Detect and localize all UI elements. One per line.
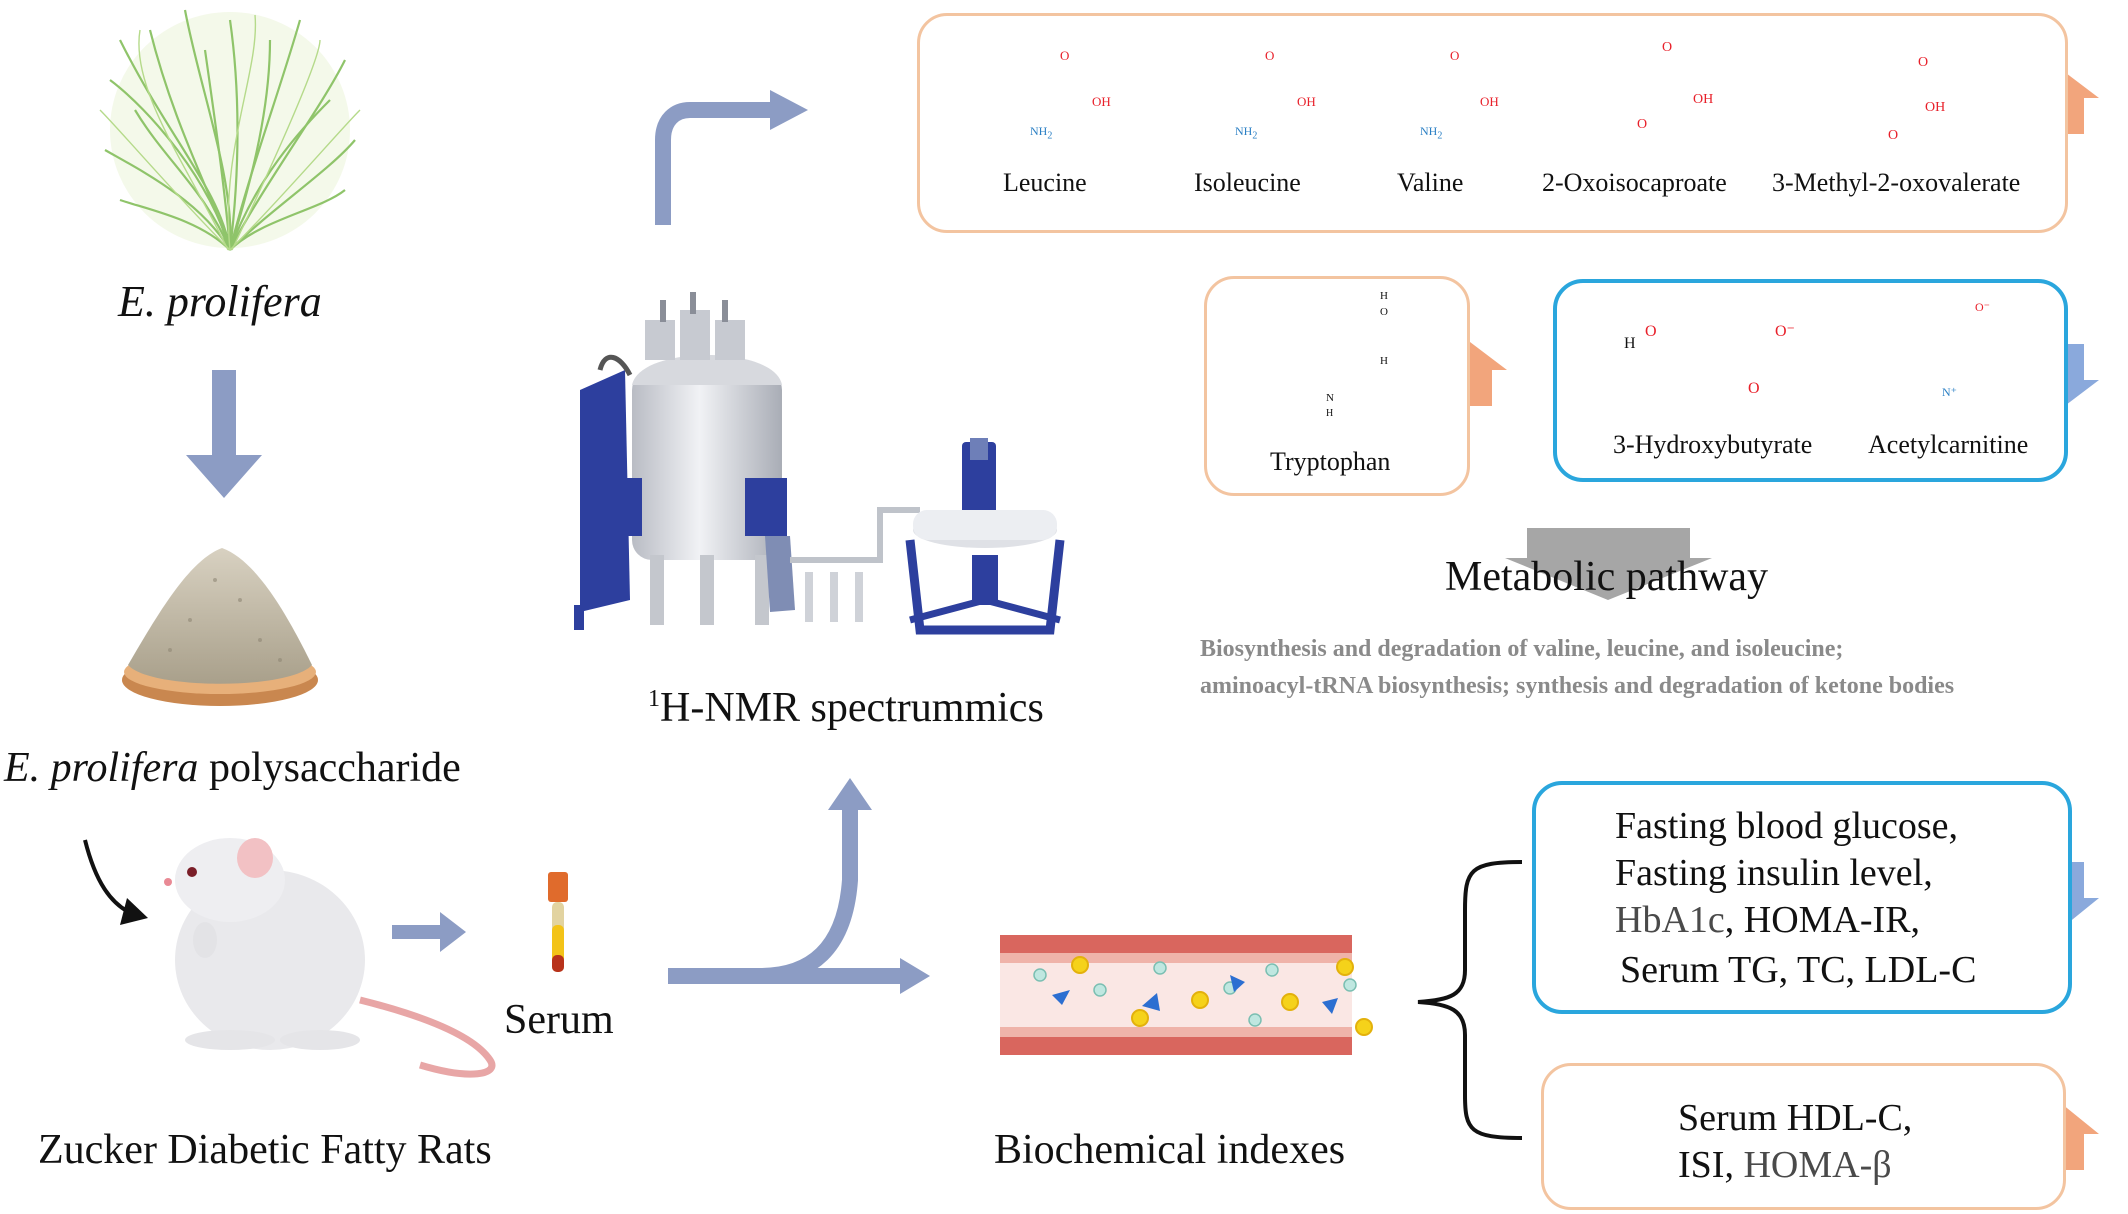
biochem-label: Biochemical indexes (994, 1127, 1346, 1173)
arrow-rat-to-serum (392, 912, 466, 952)
nmr-spectrometer-image (574, 292, 1065, 635)
atom-label: H (1326, 408, 1334, 419)
index-line: ISI, HOMA-β (1678, 1144, 1892, 1186)
upregulated-metabolites-box (917, 13, 2068, 233)
metabolic-pathway-arrow (1505, 528, 1712, 600)
atom-label: O (1380, 306, 1388, 318)
atom-label: O⁻ (1975, 300, 1990, 314)
atom-label: H (1624, 335, 1636, 352)
increased-indexes-box (1541, 1063, 2066, 1210)
atom-label: N⁺ (1942, 385, 1957, 399)
algae-plant-image (99, 9, 361, 251)
polysaccharide-powder-image (122, 548, 318, 706)
blood-vessel-image (1000, 935, 1373, 1055)
metabolite-name: Valine (1397, 168, 1464, 197)
atom-label: NH2 (1030, 124, 1053, 142)
serum-tube-icon (548, 872, 568, 972)
atom-label: NH2 (1420, 124, 1443, 142)
rat-label: Zucker Diabetic Fatty Rats (38, 1127, 492, 1173)
nmr-label-rest: H-NMR spectrummics (660, 685, 1044, 731)
atom-label: O (1450, 48, 1460, 63)
tryptophan-box (1204, 276, 1470, 496)
arrow-nmr-to-metabolites (655, 90, 808, 225)
index-line: HbA1c, HOMA-IR, (1615, 899, 1921, 941)
pathway-line-1: Biosynthesis and degradation of valine, … (1200, 636, 1844, 662)
atom-label: O (1060, 48, 1070, 63)
arrow-to-nmr-head (828, 778, 872, 810)
downregulated-metabolites-box (1553, 279, 2068, 482)
index-line: Serum TG, TC, LDL-C (1620, 949, 1977, 991)
atom-label: N (1326, 392, 1334, 404)
metabolite-name: 3-Hydroxybutyrate (1613, 430, 1813, 459)
nmr-label-sup: 1 (648, 686, 660, 712)
atom-label: O (1888, 128, 1899, 143)
atom-label: O (1637, 117, 1648, 132)
atom-label: OH (1092, 94, 1111, 109)
pathway-line-2: aminoacyl-tRNA biosynthesis; synthesis a… (1200, 673, 1955, 699)
metabolite-name: 2-Oxoisocaproate (1542, 168, 1727, 197)
atom-label: O⁻ (1775, 323, 1795, 340)
metabolite-name: Isoleucine (1194, 168, 1301, 197)
atom-label: H (1380, 290, 1388, 302)
decreased-indexes-box (1532, 781, 2072, 1014)
metabolic-pathway-title: Metabolic pathway (1445, 554, 1769, 600)
serum-label: Serum (504, 997, 614, 1043)
atom-label: OH (1925, 100, 1946, 115)
atom-label: H (1380, 355, 1388, 367)
index-line: Serum HDL-C, (1678, 1097, 1913, 1139)
atom-label: O (1662, 40, 1673, 55)
index-line: Fasting insulin level, (1615, 852, 1933, 894)
index-line: Fasting blood glucose, (1615, 805, 1959, 847)
zucker-rat-image (164, 838, 496, 1078)
arrow-to-vessel-head (900, 958, 930, 994)
atom-label: O (1918, 55, 1929, 70)
nmr-label: 1H-NMR spectrummics (648, 684, 1044, 732)
atom-label: NH2 (1235, 124, 1258, 142)
polysaccharide-label-rest: polysaccharide (198, 745, 461, 791)
atom-label: OH (1480, 94, 1499, 109)
metabolite-name: Acetylcarnitine (1868, 430, 2029, 459)
plant-label: E. prolifera (118, 277, 322, 326)
polysaccharide-label-italic: E. prolifera (4, 745, 199, 791)
atom-label: O (1645, 323, 1657, 340)
atom-label: OH (1297, 94, 1316, 109)
results-brace (1417, 860, 1523, 1140)
metabolite-name: Leucine (1003, 168, 1087, 197)
atom-label: OH (1693, 92, 1714, 107)
atom-label: O (1748, 380, 1760, 397)
split-arrow (668, 808, 905, 984)
tryptophan-name: Tryptophan (1270, 447, 1391, 476)
down-arrow-plant-to-powder (186, 370, 262, 498)
atom-label: O (1265, 48, 1275, 63)
polysaccharide-label: E. prolifera polysaccharide (4, 744, 461, 792)
metabolite-name: 3-Methyl-2-oxovalerate (1772, 168, 2021, 197)
